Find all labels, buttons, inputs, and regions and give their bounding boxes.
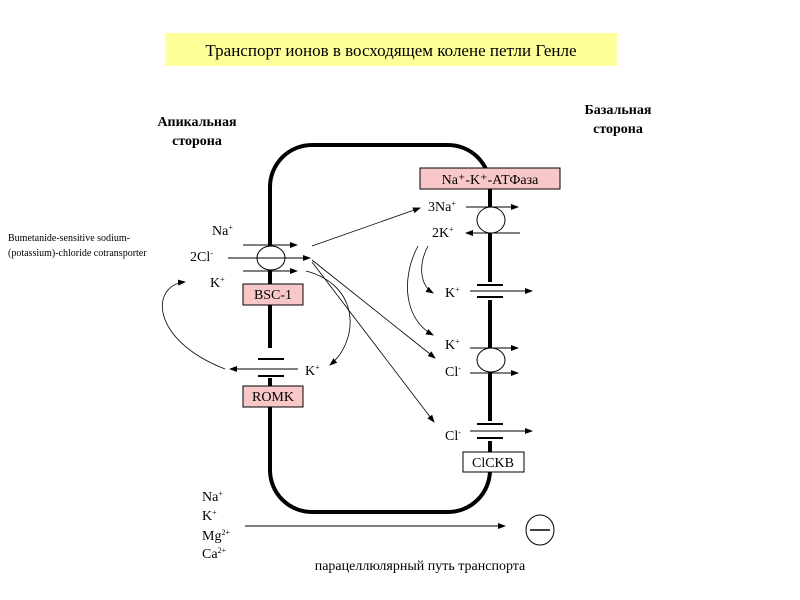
apical-label-2: сторона — [172, 134, 222, 149]
minus-circle-icon — [525, 514, 555, 546]
paracellular-label: парацеллюлярный путь транспорта — [315, 559, 526, 574]
ion-na: Na+ — [212, 223, 233, 239]
atpase-ion-3na: 3Na+ — [428, 199, 456, 215]
clckb-label: ClCKB — [472, 456, 514, 471]
romk-label: ROMK — [252, 390, 294, 405]
title-box — [165, 33, 617, 66]
basal-label-1: Базальная — [585, 103, 652, 118]
cl-channel-ion: Cl- — [445, 428, 461, 444]
basal-label-2: сторона — [593, 122, 643, 137]
para-ion-k: K+ — [202, 508, 217, 524]
cotransporter-note-1: Bumetanide-sensitive sodium- — [8, 233, 130, 244]
ion-2cl: 2Cl- — [190, 249, 213, 265]
k-recycle-arrow — [162, 279, 226, 370]
cell-membrane — [268, 143, 492, 514]
atpase-ion-2k: 2K+ — [432, 225, 454, 241]
para-ion-na: Na+ — [202, 489, 223, 505]
kcl-cotransporter-icon — [476, 347, 506, 373]
atpase-pump-icon — [476, 206, 506, 234]
cotransporter-note-2: (potassium)-chloride cotransporter — [8, 248, 147, 259]
clckb-box — [462, 451, 525, 473]
ion-k: K+ — [210, 275, 225, 291]
apical-label-1: Апикальная — [157, 115, 237, 130]
romk-box — [242, 385, 304, 408]
bsc-1-label: BSC-1 — [254, 288, 292, 303]
na-k-atpase-label: Na⁺-K⁺-АТФаза — [442, 173, 539, 188]
kcl-ion-k: K+ — [445, 337, 460, 353]
para-ion-ca: Ca2+ — [202, 546, 227, 562]
na-k-atpase-box — [419, 167, 561, 190]
k-channel-ion: K+ — [445, 285, 460, 301]
kcl-ion-cl: Cl- — [445, 364, 461, 380]
page-title: Транспорт ионов в восходящем колене петл… — [205, 41, 576, 60]
para-ion-mg: Mg2+ — [202, 528, 230, 544]
romk-ion-k: K+ — [305, 363, 320, 379]
bsc-1-box — [242, 283, 304, 306]
